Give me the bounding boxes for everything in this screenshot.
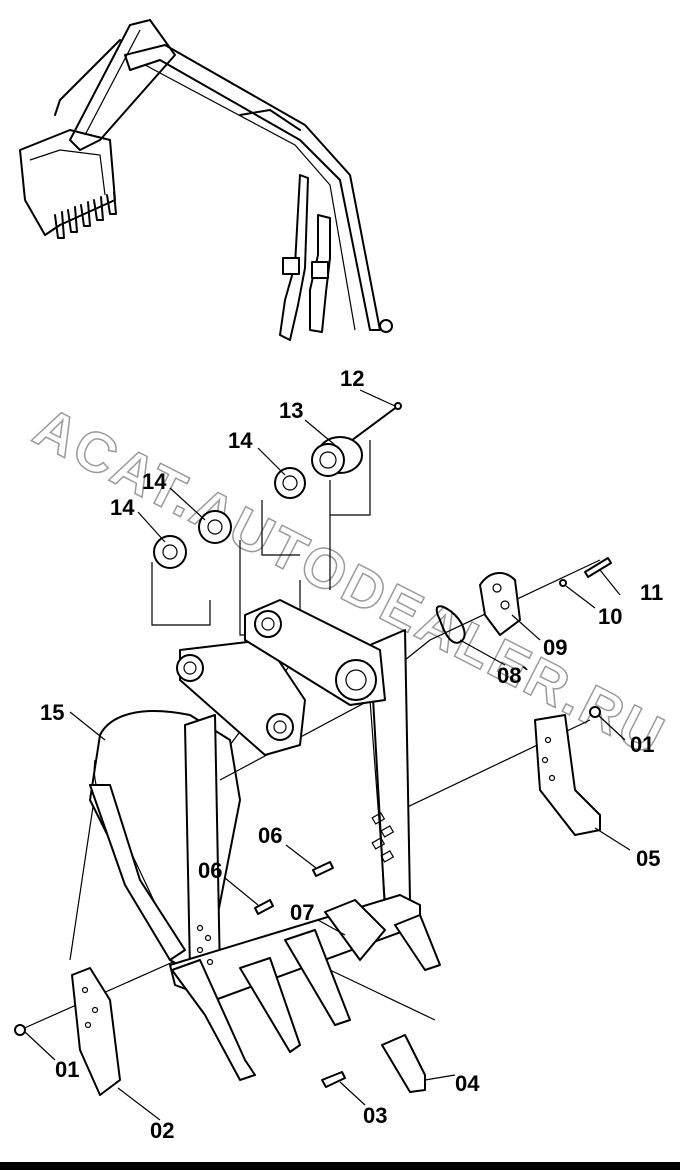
small-bucket-teeth (54, 191, 117, 239)
bucket-teeth (171, 899, 441, 1081)
tooth-adapter-07 (324, 899, 386, 961)
bottom-border (0, 1162, 680, 1170)
bolt-06-upper (312, 861, 334, 877)
callout-06-lower: 06 (198, 858, 222, 883)
callout-03: 03 (363, 1103, 387, 1128)
tooth-4 (394, 914, 441, 971)
bushing-13 (311, 436, 363, 477)
bolt-11 (584, 557, 612, 578)
callout-01-left: 01 (55, 1057, 79, 1082)
pin-03 (321, 1071, 346, 1088)
small-bucket (19, 129, 116, 236)
stick (69, 19, 176, 151)
callout-07: 07 (290, 900, 314, 925)
callout-11: 11 (640, 580, 663, 605)
tooth-1 (171, 959, 256, 1081)
nut-01-left (14, 1024, 26, 1036)
boom (124, 44, 381, 331)
callout-10: 10 (598, 604, 622, 629)
callout-02: 02 (150, 1118, 174, 1143)
retainer-09 (479, 572, 521, 636)
callout-09: 09 (543, 635, 567, 660)
bushing-14-left (153, 535, 187, 569)
excavator-arm-overview (19, 19, 393, 341)
nut-01-right (589, 706, 601, 718)
tooth-2 (239, 957, 301, 1053)
callout-08: 08` (497, 663, 529, 688)
bushing-14-mid (198, 510, 232, 544)
callout-14-left: 14 (110, 495, 135, 520)
callout-13: 13 (279, 398, 303, 423)
left-side-plate (184, 714, 221, 986)
bushing-14-top (274, 467, 306, 499)
ring-08 (435, 605, 466, 644)
tooth-3 (284, 929, 351, 1026)
callout-06-upper: 06 (258, 823, 282, 848)
callout-05: 05 (636, 846, 660, 871)
washer-10 (559, 579, 567, 587)
side-cutter-02 (71, 967, 121, 1096)
side-bolt-holes (196, 812, 395, 966)
leader-lines (24, 389, 631, 1121)
callout-04: 04 (455, 1071, 480, 1096)
bolt-06-lower (254, 899, 274, 915)
lug-holes (176, 610, 377, 741)
callout-14-top: 14 (228, 428, 253, 453)
wear-strip (89, 784, 186, 961)
callout-14-mid: 14 (142, 469, 167, 494)
callout-labels: 12 13 14 14 14 15 11 10 09 08` 01 05 06 … (40, 366, 663, 1143)
side-cutter-05 (534, 714, 601, 836)
tooth-point-04 (381, 1034, 426, 1093)
callout-15: 15 (40, 700, 64, 725)
callout-12: 12 (340, 366, 364, 391)
boom-cylinder-left (279, 174, 309, 341)
callout-01-right: 01 (630, 732, 654, 757)
